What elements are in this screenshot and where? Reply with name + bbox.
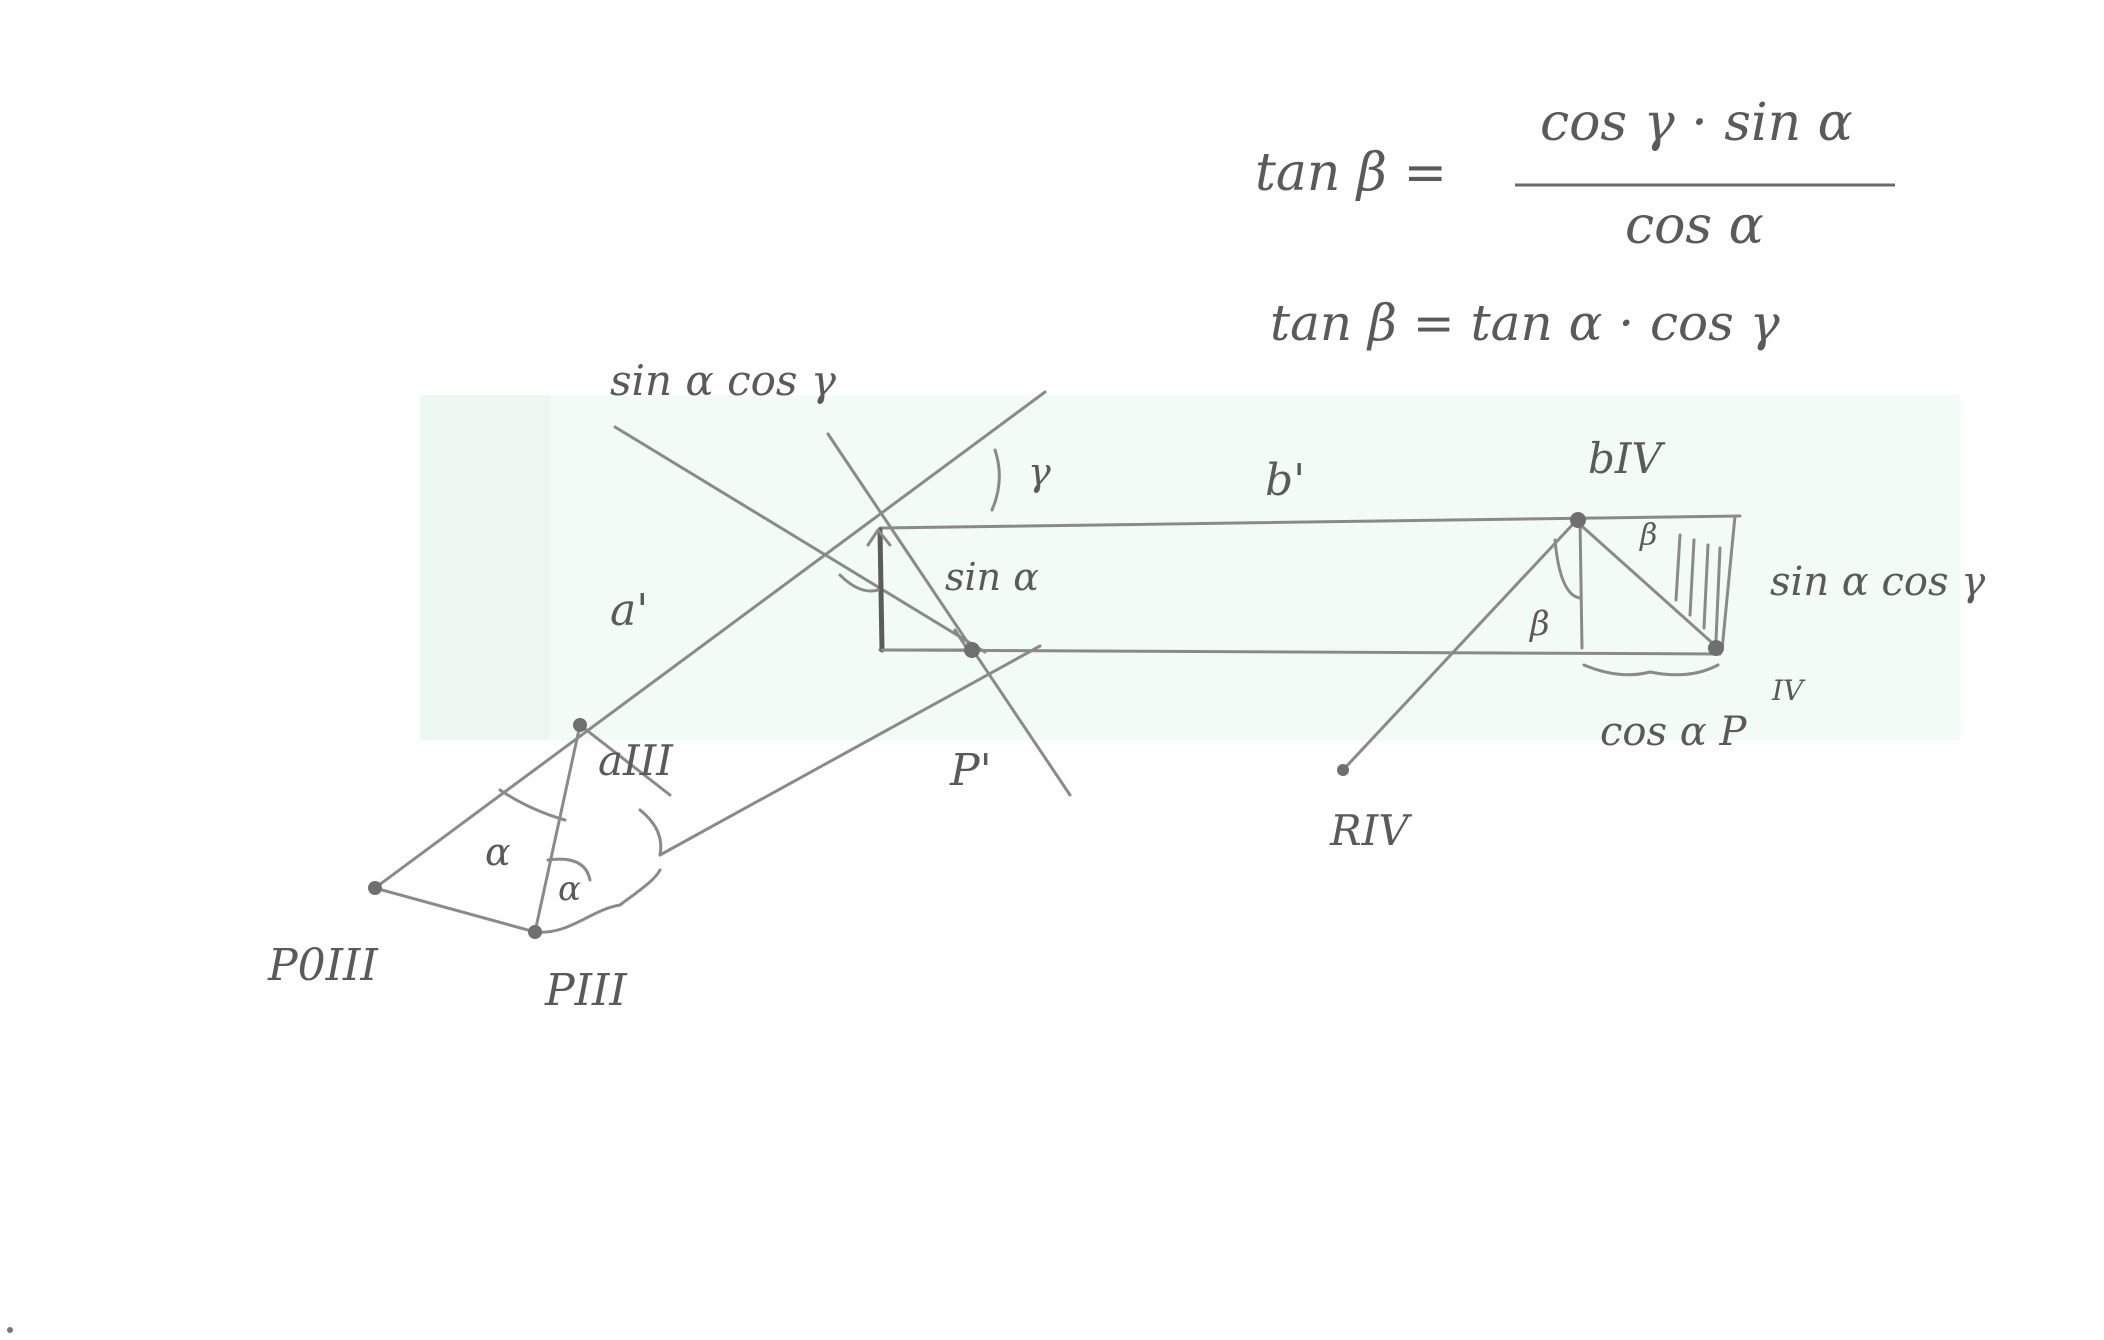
corner-mark — [7, 1327, 13, 1333]
hatch-3 — [1702, 543, 1710, 630]
brace-left — [533, 868, 662, 934]
label-sin-cos-top: sin α cos γ — [610, 356, 837, 405]
point-b-iv — [1570, 512, 1586, 528]
line-p0-p — [373, 886, 537, 934]
arrow-up-left — [866, 528, 880, 547]
arc-alpha-right — [546, 857, 592, 882]
label-beta-top: β — [1639, 518, 1657, 553]
label-b-prime: b' — [1265, 455, 1305, 506]
formula1-lhs: tan β = — [1255, 143, 1447, 203]
line-a-p-lower — [578, 723, 672, 797]
label-r-iv: RIV — [1329, 806, 1412, 855]
point-r-iv — [1337, 764, 1349, 776]
label-a-prime: a' — [610, 585, 648, 636]
label-p-prime: P' — [949, 745, 992, 796]
line-vertical-right — [1578, 518, 1584, 650]
label-alpha-right: α — [558, 869, 581, 909]
formula1-numerator: cos γ · sin α — [1540, 93, 1853, 153]
tint-band-left — [420, 395, 550, 740]
point-p0 — [368, 881, 382, 895]
hatch-1 — [1674, 533, 1682, 602]
hatch-4 — [1714, 546, 1722, 642]
line-diagonal-right — [1573, 518, 1720, 650]
line-right-edge — [1720, 514, 1737, 652]
label-sin-cos-right: sin α cos γ — [1770, 559, 1985, 605]
line-a-prime — [373, 390, 1047, 890]
point-p-iii — [528, 925, 542, 939]
label-p0-iii: P0III — [267, 940, 379, 991]
label-alpha-left: α — [485, 830, 511, 874]
arc-gamma — [990, 448, 1001, 512]
tint-band — [420, 395, 1960, 740]
arc-alpha-left — [498, 788, 567, 822]
brace-right — [1582, 663, 1720, 677]
line-lower-long — [658, 644, 1042, 857]
label-p-iv-sup: IV — [1771, 674, 1806, 707]
line-sin-cos-top — [613, 425, 987, 654]
segment-sin-a — [877, 527, 885, 653]
point-p-iv — [1708, 640, 1724, 656]
formula2: tan β = tan α · cos γ — [1270, 294, 1780, 352]
line-r-iv — [1341, 520, 1577, 772]
label-gamma: γ — [1028, 450, 1051, 494]
line-p-a — [533, 723, 582, 934]
line-lower-parallel — [878, 648, 1722, 656]
label-p-iii: PIII — [544, 965, 628, 1016]
arc-right-bracket — [638, 808, 663, 857]
label-sin-a: sin α — [945, 555, 1039, 599]
arrow-up-right — [876, 528, 892, 547]
label-beta-mid: β — [1528, 604, 1550, 644]
point-p-prime — [964, 642, 980, 658]
arc-center — [838, 573, 880, 593]
label-a-iii: aIII — [598, 736, 674, 785]
arc-beta-mid — [1553, 538, 1582, 600]
line-b-prime — [878, 514, 1742, 530]
hatch-2 — [1688, 538, 1696, 617]
point-a-iii — [573, 718, 587, 732]
label-b-iv: bIV — [1588, 434, 1665, 483]
line-p-prime-cross — [826, 432, 1072, 797]
formula1-denominator: cos α — [1625, 196, 1764, 256]
label-cos-a-p-iv: cos α P — [1600, 709, 1747, 755]
